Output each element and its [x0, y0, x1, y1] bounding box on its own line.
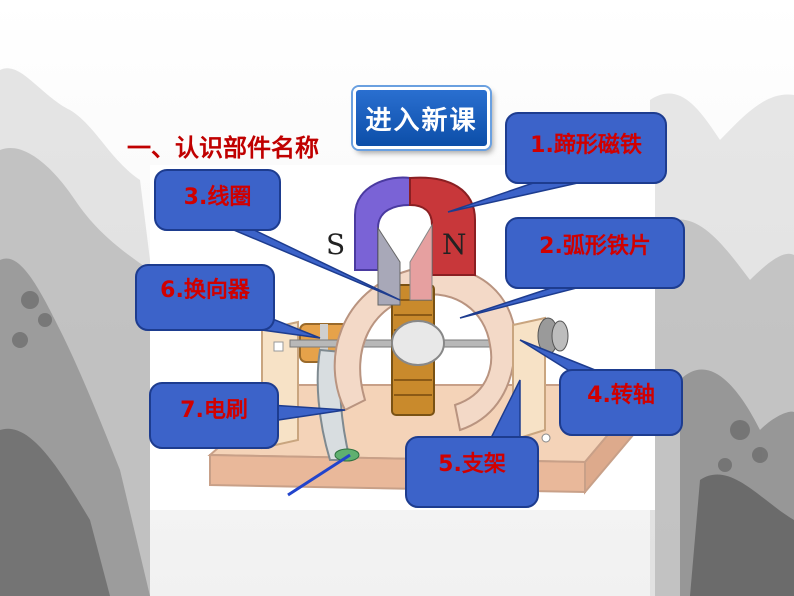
callout-brush: 7.电刷: [180, 398, 248, 423]
horseshoe-magnet: [354, 176, 476, 306]
new-lesson-badge: 进入新课: [353, 87, 490, 149]
section-heading: 一、认识部件名称: [127, 134, 319, 162]
callout-box-magnet: [505, 112, 667, 184]
callout-box-shaft: [559, 369, 683, 436]
callout-coil: 3.线圈: [183, 185, 252, 210]
callout-arc-iron: 2.弧形铁片: [539, 234, 651, 259]
callout-box-commutator: [135, 264, 275, 331]
callout-box-bracket: [405, 436, 539, 508]
callout-box-brush: [149, 382, 279, 449]
callout-commutator: 6.换向器: [160, 277, 250, 303]
callout-bracket: 5.支架: [438, 452, 506, 477]
callout-box-arc-iron: [505, 217, 685, 289]
south-pole-label: S: [326, 228, 346, 261]
callout-magnet: 1.蹄形磁铁: [530, 133, 642, 158]
north-pole-label: N: [442, 228, 467, 261]
coil: [391, 284, 445, 416]
callout-box-coil: [154, 169, 281, 231]
callout-shaft: 4.转轴: [587, 382, 655, 408]
